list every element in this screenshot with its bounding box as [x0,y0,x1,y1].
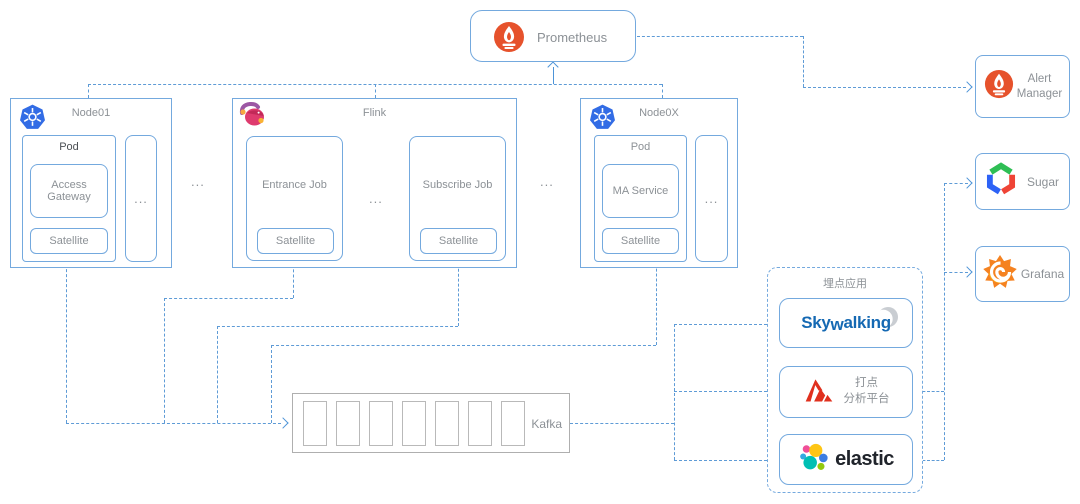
grafana-label: Grafana [1020,267,1065,281]
kafka-partition [435,401,459,446]
satellite-box: Satellite [602,228,679,254]
elastic-wordmark: elastic [835,448,894,470]
connector-segment [271,345,272,423]
connector-segment [66,254,67,423]
prometheus-label: Prometheus [537,30,608,45]
kubernetes-icon [589,104,616,136]
flink-title: Flink [362,107,387,119]
kafka-partition [303,401,327,446]
connector-segment [271,345,656,346]
kafka-partition [336,401,360,446]
connector-segment [570,423,674,424]
kubernetes-icon [19,104,46,136]
node0x-title: Node0X [639,107,679,119]
tracking-group-title: 埋点应用 [823,278,867,290]
arrowhead-to-prometheus [547,61,559,73]
entrance-job-label: Entrance Job [262,179,327,191]
arrowhead-to-sugar [961,177,973,189]
flink-more-jobs: ... [369,191,383,206]
ellipsis-between-nodes: ... [191,174,205,189]
connector-segment [293,254,294,298]
pod-label: Pod [59,141,79,153]
connector-segment [217,326,458,327]
elastic-logo-icon [798,442,828,477]
connector-segment [88,84,89,98]
satellite-box: Satellite [30,228,108,254]
grafana-icon [982,254,1018,295]
connector-segment [944,183,945,460]
grafana-node: Grafana [975,246,1070,302]
skywalking-wordmark: Skywalking [801,313,891,334]
ellipsis-between-nodes: ... [540,174,554,189]
kafka-partition [501,401,525,446]
kafka-queue: Kafka [292,393,570,453]
access-gateway-service: Access Gateway [30,164,108,218]
satellite-box: Satellite [257,228,334,254]
node01-title: Node01 [71,107,111,119]
node0x: Node0X Pod MA Service Satellite ... [580,98,738,268]
dadian-platform-node: 打点分析平台 [779,366,913,418]
connector-segment [803,36,804,87]
kafka-label: Kafka [531,417,562,431]
node0x-more-pods: ... [695,135,728,262]
kafka-partition [402,401,426,446]
skywalking-node: Skywalking [779,298,913,348]
connector-segment [66,423,281,424]
sugar-node: Sugar [975,153,1070,210]
subscribe-job: Subscribe Job Satellite [409,136,506,261]
connector-segment [674,324,675,460]
alert-manager-node: Alert Manager [975,55,1070,118]
ma-service: MA Service [602,164,679,218]
connector-segment [553,67,554,84]
flink-cluster: Flink Entrance Job Satellite ... Subscri… [232,98,517,268]
connector-segment [944,272,968,273]
connector-segment [803,87,966,88]
flink-icon [238,101,268,134]
pod-label: Pod [630,141,651,153]
node01: Node01 Pod Access Gateway Satellite ... [10,98,172,268]
connector-segment [637,36,803,37]
connector-segment [662,84,663,98]
connector-segment [217,326,218,423]
node01-more-pods: ... [125,135,157,262]
alert-manager-icon [984,69,1014,104]
sugar-icon [983,161,1019,202]
sugar-label: Sugar [1026,174,1060,189]
elastic-node: elastic [779,434,913,485]
connector-segment [674,460,767,461]
connector-segment [944,183,968,184]
kafka-partition [369,401,393,446]
tracking-apps-group: 埋点应用 Skywalking 打点分析平台 [767,267,923,493]
connector-segment [913,391,944,392]
connector-segment [164,298,293,299]
prometheus-icon [493,21,525,58]
arrowhead-to-alert-manager [961,81,973,93]
connector-segment [656,254,657,345]
arrowhead-to-grafana [961,266,973,278]
connector-segment [674,391,767,392]
node01-pod: Pod Access Gateway Satellite [22,135,116,262]
kafka-partitions [303,401,525,446]
kafka-partition [468,401,492,446]
entrance-job: Entrance Job Satellite [246,136,343,261]
subscribe-job-label: Subscribe Job [422,179,493,191]
connector-segment [375,84,376,98]
prometheus-node: Prometheus [470,10,636,62]
connector-segment [913,460,944,461]
connector-segment [458,254,459,326]
dadian-logo-icon [803,376,835,409]
dadian-label: 打点分析平台 [843,377,890,405]
satellite-box: Satellite [420,228,497,254]
alert-manager-label: Alert Manager [1016,72,1063,100]
node0x-pod: Pod MA Service Satellite [594,135,687,262]
connector-segment [674,324,767,325]
connector-segment [164,298,165,423]
arrowhead-to-kafka [277,417,289,429]
skywalking-crescent-icon [874,306,899,333]
